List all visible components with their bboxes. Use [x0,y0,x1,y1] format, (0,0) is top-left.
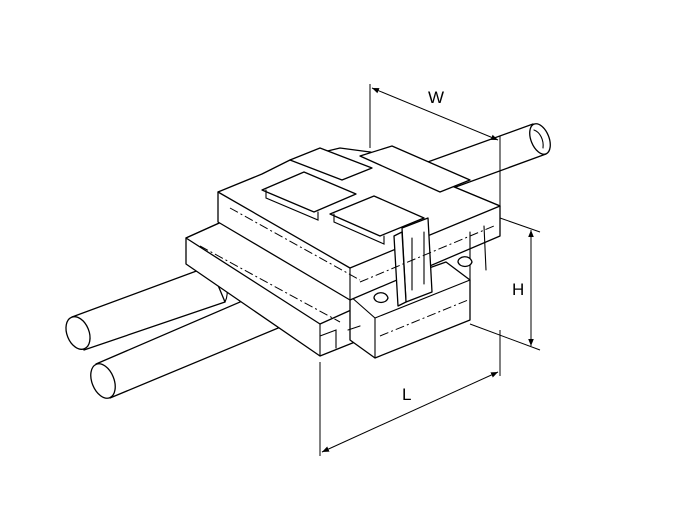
length-label: L [402,385,411,404]
length-dimension: L [319,330,501,456]
width-label: W [428,88,444,107]
height-dimension: H [469,217,541,351]
width-dimension: W [369,84,501,206]
height-label: H [512,280,524,299]
connector-housing [185,145,501,359]
